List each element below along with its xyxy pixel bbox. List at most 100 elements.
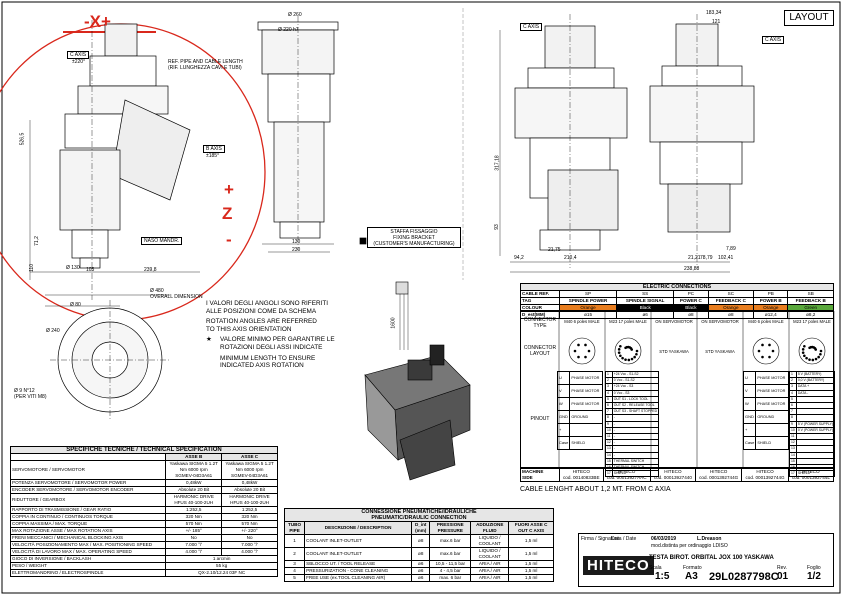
- pin-cell: -: [611, 420, 660, 428]
- electric-cell: POWER B: [753, 297, 789, 305]
- pin-cell: 0,0 V (BATTERY): [795, 377, 836, 385]
- power-pin-desc: SHIELD: [755, 436, 789, 450]
- pin-row: 7: [789, 408, 836, 416]
- pin-cell: 0 V (POWER SUPPLY): [795, 426, 836, 435]
- electric-cell: POWER C: [673, 297, 709, 305]
- spec-label: PESO / WEIGHT: [9, 562, 167, 570]
- conn-type: ON SERVOMOTOR: [655, 319, 693, 324]
- connector-pin: [803, 354, 806, 358]
- pneu-cell: 4 - 4,5 bar: [429, 567, 472, 575]
- pneu-cell: 1,5 ml: [508, 567, 554, 575]
- connector-layout-icon: [752, 337, 780, 365]
- pin-row: 8-: [605, 414, 660, 422]
- connector-pin: [811, 358, 815, 362]
- pin-cell: 0 Vcc - S1-S2: [611, 377, 660, 385]
- pin-cell: [795, 414, 836, 422]
- electric-cell: PC: [673, 290, 709, 298]
- connector-pin: [630, 357, 634, 361]
- pin-row: 11-: [605, 433, 660, 441]
- spec-label: VELOCITÀ DI LAVORO MAX / MAX. OPERATING …: [9, 548, 167, 556]
- spec-row: ENCODER SERVOMOTORE / SERVOMOTOR ENCODER…: [9, 486, 278, 494]
- angle-note-it2: ALLE POSIZIONI COME DA SCHEMA: [206, 307, 317, 315]
- pin-row: 13: [789, 445, 836, 453]
- left-c-axis-label: C AXIS: [67, 51, 90, 59]
- min-note-it2: ROTAZIONI DEGLI ASSI INDICATE: [220, 343, 323, 351]
- flange-d240: Ø 240: [46, 328, 60, 334]
- pneu-cell: ø6: [411, 560, 431, 568]
- angle-note: I VALORI DEGLI ANGOLI SONO RIFERITI ALLE…: [206, 300, 356, 370]
- connector-pin: [584, 355, 587, 359]
- dim-526: 526,5: [19, 132, 26, 146]
- tb-rev-label: Rev.: [777, 565, 787, 571]
- pin-cell: -: [611, 451, 660, 459]
- pin-row: 3+24 Vcc - S3: [605, 383, 660, 391]
- flange-holes-note: (PER VITI M8): [14, 394, 47, 400]
- left-b-axis-label: B AXIS: [203, 145, 225, 153]
- pneu-cell: 1,5 ml: [508, 574, 554, 582]
- spec-value: +/- 220°: [221, 527, 278, 535]
- power-pin-desc: GROUND: [755, 410, 789, 424]
- power-pin-id: GND: [742, 410, 757, 424]
- connector-pin: [573, 349, 577, 353]
- side-dim-238: 238,88: [684, 266, 700, 272]
- pin-cell: -: [611, 414, 660, 422]
- connector-pin: [814, 348, 818, 351]
- hiteco-logo: HITECO: [583, 556, 654, 575]
- pin-row: 8: [789, 414, 836, 422]
- power-pin-id: GND: [556, 410, 571, 424]
- spec-label: SERVOMOTORE / SERVOMOTOR: [9, 460, 167, 480]
- std-yaskawa-label: STD YASKAWA: [659, 349, 689, 354]
- connector-pin: [577, 343, 580, 347]
- pin-row: 12: [789, 439, 836, 447]
- pin-cell: 5 V (POWER SUPPLY): [795, 420, 836, 428]
- power-pin-desc: PHASE MOTOR: [569, 371, 603, 385]
- spec-value: +/- 185°: [165, 527, 223, 535]
- connector-pin: [619, 354, 622, 358]
- naso-mandr-label: NASO MANDR.: [141, 237, 183, 245]
- pneu-cell: COOLANT INLET-OUTLET: [304, 547, 413, 561]
- right-view-drawing: [510, 14, 730, 273]
- pneu-cell: 10,5 - 11,5 bar: [429, 560, 472, 568]
- spec-value: 320 Nm: [221, 513, 278, 521]
- cable-length-note: CABLE LENGHT ABOUT 1,2 MT. FROM C AXIA: [520, 486, 671, 493]
- connector-pin: [624, 358, 627, 361]
- iso-view-drawing: [364, 281, 471, 481]
- min-note-en1: MINIMUM LENGTH TO ENSURE: [220, 354, 316, 362]
- pneu-cell: 1,5 ml: [508, 534, 554, 548]
- power-pin-id: Case: [556, 436, 571, 450]
- conn-type-label: CONNECTOR TYPE: [523, 317, 557, 329]
- pneu-cell: ø6: [411, 574, 431, 582]
- spec-value: 1 arcmin: [165, 555, 278, 563]
- spec-value: Absolute 20 Bit: [165, 486, 223, 494]
- spec-value: 320 Nm: [165, 513, 223, 521]
- angle-note-it1: I VALORI DEGLI ANGOLI SONO RIFERITI: [206, 300, 329, 307]
- tb-sheet: 1/2: [807, 571, 821, 582]
- left-view-drawing: [29, 20, 200, 307]
- power-pin-id: +: [742, 423, 757, 437]
- electric-cell: ø8: [673, 311, 709, 319]
- spec-label: FRENI MECCANICI / MECHANICAL BLOCKING AX…: [9, 534, 167, 542]
- power-pin-desc: [569, 423, 603, 437]
- connector-pin: [768, 355, 771, 359]
- power-pin-id: U: [556, 371, 571, 385]
- spec-value: 0,48kW: [165, 479, 223, 487]
- min-note-it1: VALORE MINIMO PER GARANTIRE LE: [220, 336, 335, 344]
